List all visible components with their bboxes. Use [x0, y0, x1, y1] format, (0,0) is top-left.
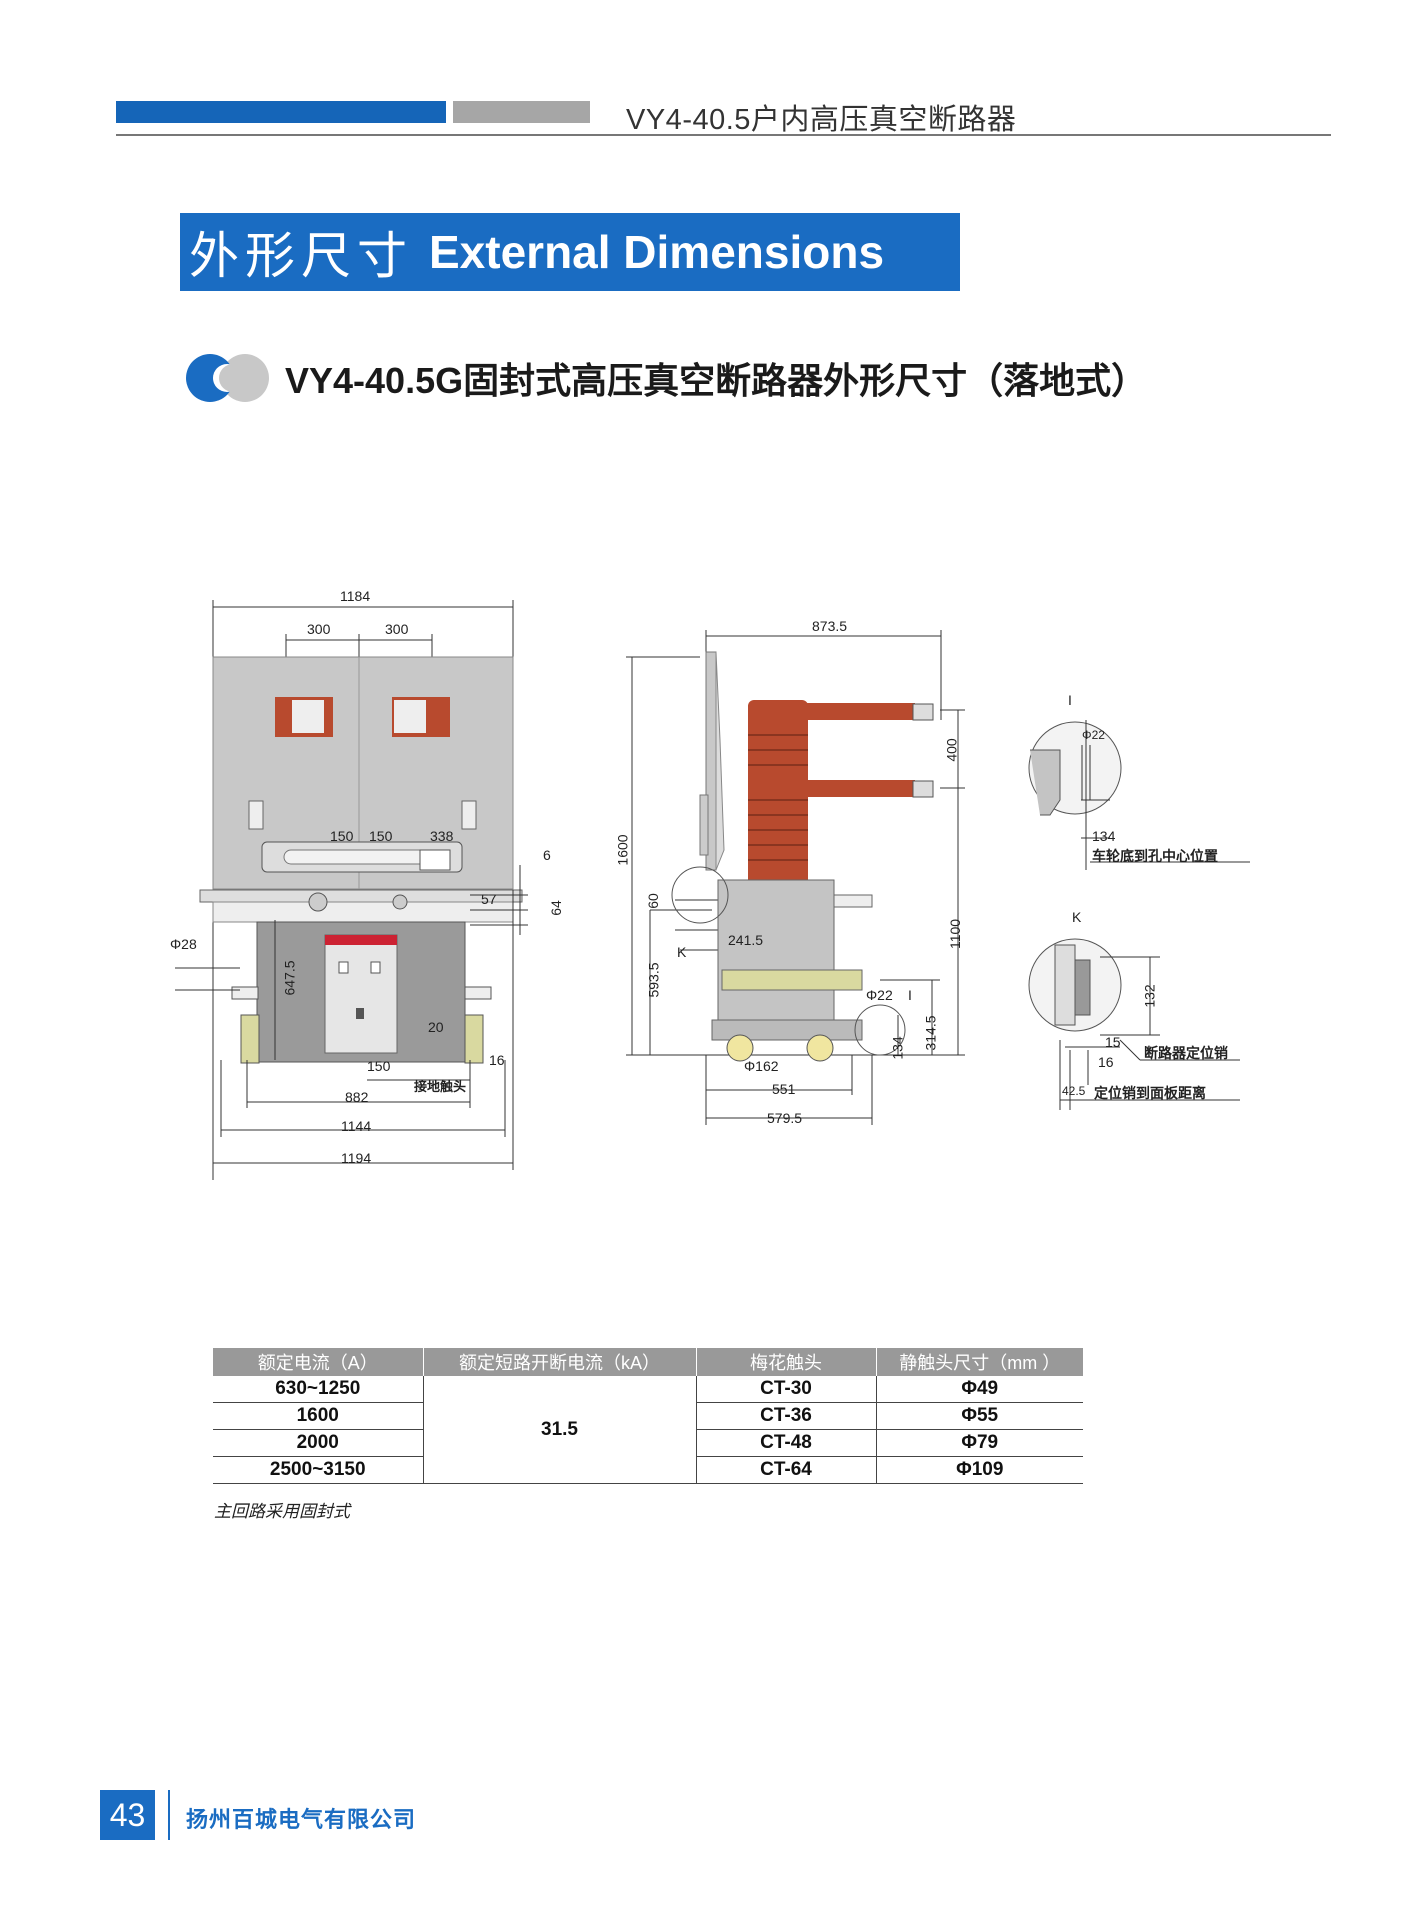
- detail-k-label: K: [1072, 909, 1082, 925]
- header-rule: [116, 134, 1331, 136]
- table-header: 额定短路开断电流（kA）: [423, 1348, 697, 1376]
- label-ground-contact: 接地触头: [414, 1079, 467, 1094]
- cell-contact: CT-30: [696, 1376, 877, 1403]
- dim-1144: 1144: [341, 1118, 372, 1134]
- page-number: 43: [100, 1790, 155, 1840]
- front-view-drawing: [175, 600, 528, 1180]
- section-band: 外形尺寸 External Dimensions: [180, 213, 960, 291]
- detail-k-16: 16: [1098, 1054, 1114, 1070]
- cell-current: 1600: [213, 1402, 424, 1430]
- dim-57: 57: [481, 891, 497, 907]
- label-k-side: K: [677, 944, 687, 960]
- dim-873-5: 873.5: [812, 618, 848, 634]
- table-header-row: 额定电流（A） 额定短路开断电流（kA） 梅花触头 静触头尺寸（mm ）: [213, 1348, 1083, 1376]
- detail-i-drawing: [1028, 720, 1250, 870]
- table-header: 梅花触头: [696, 1348, 877, 1376]
- dim-phi22-side: Φ22: [866, 987, 893, 1003]
- cell-contact: CT-64: [696, 1456, 877, 1484]
- dim-882: 882: [345, 1089, 369, 1105]
- dim-150-bottom: 150: [367, 1058, 391, 1074]
- bullet-circles-icon: [186, 354, 269, 402]
- cell-breaking-current: 31.5: [423, 1376, 697, 1484]
- dim-16: 16: [489, 1052, 505, 1068]
- table-header: 静触头尺寸（mm ）: [876, 1348, 1083, 1376]
- cell-size: Φ55: [876, 1402, 1083, 1430]
- detail-k-caption2: 定位销到面板距离: [1094, 1085, 1206, 1101]
- cell-current: 630~1250: [213, 1376, 424, 1403]
- detail-k-15: 15: [1105, 1034, 1121, 1050]
- cell-size: Φ109: [876, 1456, 1083, 1484]
- footer-rule: [168, 1790, 170, 1840]
- label-i-side: I: [908, 987, 912, 1003]
- cell-contact: CT-48: [696, 1429, 877, 1457]
- table-row: 2000 CT-48 Φ79: [213, 1429, 1083, 1457]
- dim-300-left: 300: [307, 621, 331, 637]
- dim-338: 338: [430, 828, 454, 844]
- dim-6: 6: [543, 847, 551, 863]
- spec-table: 额定电流（A） 额定短路开断电流（kA） 梅花触头 静触头尺寸（mm ） 630…: [213, 1348, 1083, 1484]
- header-blue-bar: [116, 101, 446, 123]
- detail-i-label: I: [1068, 692, 1072, 708]
- detail-k-caption1: 断路器定位销: [1144, 1045, 1228, 1061]
- cell-size: Φ79: [876, 1429, 1083, 1457]
- header-gray-bar: [453, 101, 590, 123]
- dim-1194: 1194: [341, 1150, 372, 1166]
- dim-phi28: Φ28: [170, 936, 197, 952]
- dim-1184: 1184: [340, 588, 371, 604]
- header-title: VY4-40.5户内高压真空断路器: [626, 104, 1017, 136]
- detail-i-134: 134: [1092, 828, 1116, 844]
- table-header: 额定电流（A）: [213, 1348, 424, 1376]
- table-row: 630~1250 31.5 CT-30 Φ49: [213, 1376, 1083, 1484]
- side-view-drawing: [626, 630, 965, 1125]
- table-row: 1600 CT-36 Φ55: [213, 1402, 1083, 1430]
- cell-size: Φ49: [876, 1376, 1083, 1403]
- dim-300-right: 300: [385, 621, 409, 637]
- dim-579-5: 579.5: [767, 1110, 803, 1126]
- cell-current: 2000: [213, 1429, 424, 1457]
- detail-k-drawing: [1028, 938, 1240, 1110]
- detail-k-42-5: 42.5: [1062, 1084, 1086, 1098]
- detail-i-caption: 车轮底到孔中心位置: [1092, 848, 1218, 864]
- section-title-cn: 外形尺寸: [189, 228, 413, 284]
- cell-contact: CT-36: [696, 1402, 877, 1430]
- drawing-subtitle: VY4-40.5G固封式高压真空断路器外形尺寸（落地式）: [285, 360, 1148, 401]
- dim-241-5: 241.5: [728, 932, 764, 948]
- dim-150-left: 150: [330, 828, 354, 844]
- detail-i-phi22: Φ22: [1082, 728, 1105, 742]
- dim-phi162: Φ162: [744, 1058, 779, 1074]
- section-title-en: External Dimensions: [429, 226, 885, 278]
- detail-k-132: 132: [1141, 984, 1158, 1008]
- company-name: 扬州百城电气有限公司: [186, 1807, 417, 1832]
- dim-150-right: 150: [369, 828, 393, 844]
- dim-20: 20: [428, 1019, 444, 1035]
- cell-current: 2500~3150: [213, 1456, 424, 1484]
- table-row: 2500~3150 CT-64 Φ109: [213, 1456, 1083, 1484]
- dim-551: 551: [772, 1081, 796, 1097]
- table-note: 主回路采用固封式: [214, 1502, 350, 1521]
